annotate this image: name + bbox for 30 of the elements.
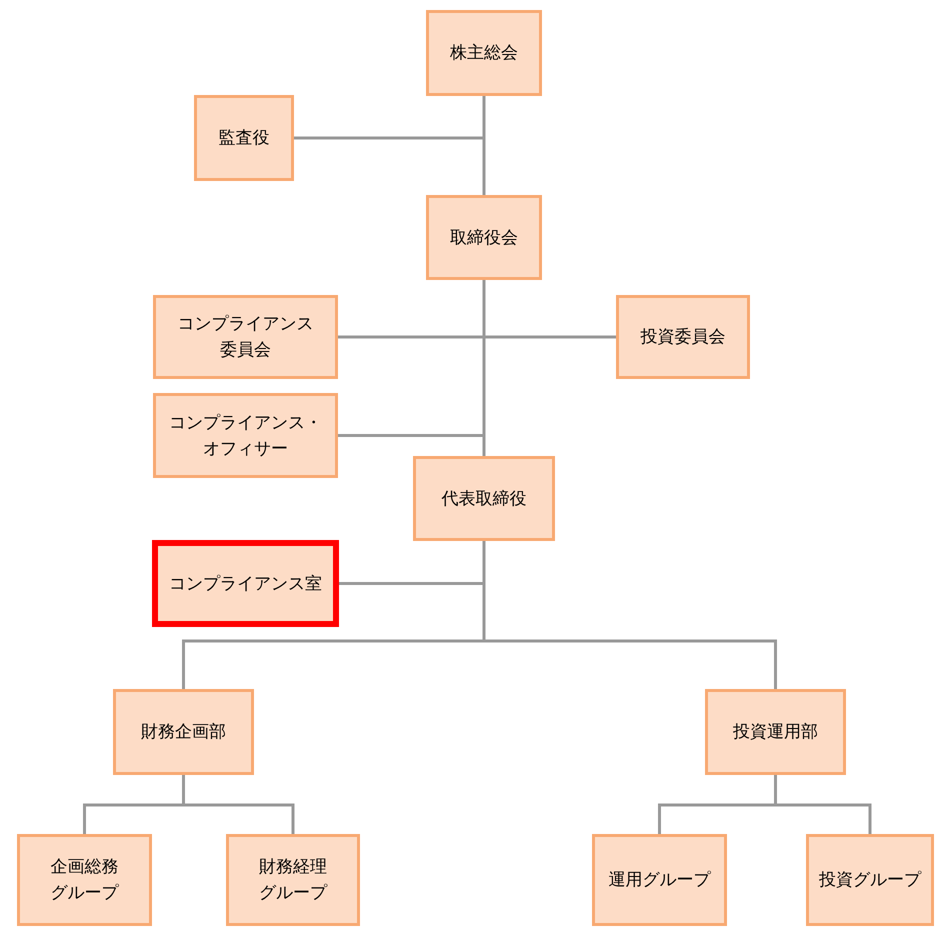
org-box [426,195,542,280]
box-label: 財務経理グループ [258,856,328,904]
box-label: コンプライアンス委員会 [176,313,314,361]
org-box [705,689,846,775]
org-box [226,834,360,926]
box-label: 企画総務グループ [50,856,120,904]
org-box [413,456,555,541]
box-label: 株主総会 [450,42,518,64]
org-box [17,834,152,926]
box-label: コンプライアンス室 [169,572,322,594]
connector-line [774,775,872,834]
box-label: 監査役 [218,127,270,149]
box-label: 財務企画部 [141,721,226,743]
org-box [194,95,294,181]
box-label: 運用グループ [608,869,710,891]
org-box [426,10,542,96]
org-box [153,295,338,379]
box-label: 投資グループ [819,869,921,891]
org-box [152,540,339,627]
connector-line [482,541,777,689]
org-box [806,834,934,926]
org-box [153,393,338,478]
box-label: 投資委員会 [640,326,726,348]
org-box [616,295,750,379]
org-box [592,834,727,926]
box-label: 取締役会 [450,226,518,248]
org-box [113,689,254,775]
box-label: 代表取締役 [442,488,526,510]
box-label: コンプライアンス・オフィサー [168,412,323,460]
box-label: 投資運用部 [733,721,818,743]
